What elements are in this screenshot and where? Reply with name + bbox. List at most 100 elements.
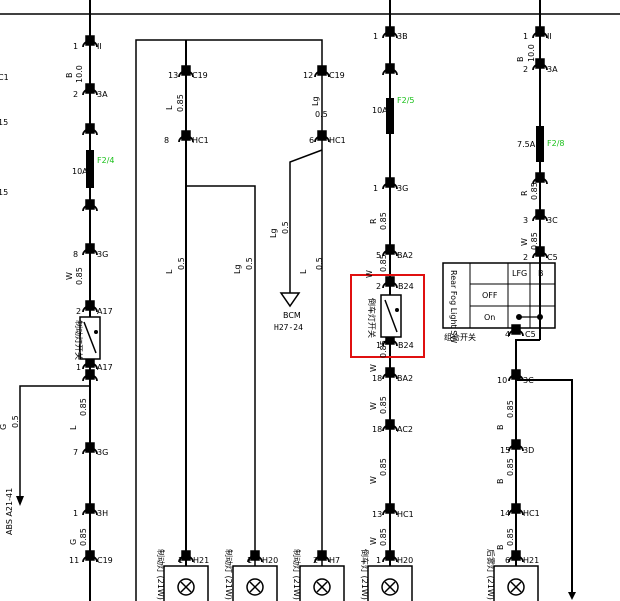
connector-body — [85, 83, 95, 94]
connector-label: A17 — [97, 307, 113, 316]
wire-label: W — [369, 476, 378, 484]
fog-switch-table — [442, 262, 556, 329]
connector-label: H21 — [523, 556, 539, 565]
pin-label: 1 — [373, 32, 378, 41]
wire-label: L — [69, 425, 78, 430]
connector-body — [181, 65, 191, 76]
down-arrow — [568, 592, 576, 600]
pin-label: 1 — [373, 184, 378, 193]
fog-table-title: Rear Fog Light SW — [449, 270, 458, 343]
lamps — [163, 565, 539, 601]
connector-label: 3A — [547, 65, 558, 74]
connector-body — [181, 550, 191, 561]
wire-label: R — [369, 218, 378, 224]
connector-body — [511, 503, 521, 514]
wire-label: 0.5 — [281, 221, 290, 234]
connector-body — [385, 503, 395, 514]
connector-body — [511, 324, 521, 335]
connector-label: 3A — [97, 90, 108, 99]
wire-label: 0.85 — [530, 182, 539, 200]
connector-body — [535, 246, 545, 257]
fuse-pin-label: 7.5A — [517, 140, 536, 149]
connector-label: HC1 — [523, 509, 540, 518]
lamp-label: 制动灯 (21W) — [224, 549, 234, 600]
connector-body — [85, 300, 95, 311]
connector-label: II — [97, 42, 102, 51]
fuse-pin-label: 10A — [72, 167, 88, 176]
pin-label: 3 — [523, 216, 528, 225]
connector-body — [511, 550, 521, 561]
wire-label: G — [69, 539, 78, 545]
connector-label: 3G — [397, 184, 408, 193]
lamp-label: 倒车灯 (21W) — [360, 549, 370, 600]
connector-body — [535, 209, 545, 220]
fuse-label: F2/8 — [547, 139, 564, 148]
highlight-box — [350, 274, 425, 358]
wire-label: B — [496, 479, 505, 485]
pin-label: 11 — [69, 556, 79, 565]
wire-col4-down — [515, 339, 540, 601]
fuse-col1 — [86, 150, 94, 188]
connector-body — [385, 26, 395, 37]
wire-col2-bcm — [289, 149, 323, 293]
wire-col4-right — [516, 379, 573, 596]
wire-col2-frame — [135, 39, 323, 601]
pin-label: 1 — [73, 42, 78, 51]
fuse-col3 — [386, 98, 394, 134]
connector-body — [181, 130, 191, 141]
abs-arrow — [16, 496, 24, 506]
connector-label: II — [547, 32, 552, 41]
wire-label: 10.0 — [527, 44, 536, 62]
connector-label: C5 — [525, 330, 536, 339]
pin-label: 2 — [313, 556, 318, 565]
connector-label: C19 — [97, 556, 113, 565]
lamp-label: 制动灯 (21W) — [156, 549, 166, 600]
connector-body — [85, 243, 95, 254]
pin-label: 2 — [523, 65, 528, 74]
bcm-conn-label: H27-24 — [274, 323, 303, 332]
wire-label: W — [369, 402, 378, 410]
wire-label: G — [0, 424, 8, 430]
lamp-label: 制动灯 (21W) — [292, 549, 302, 600]
wire-label: 0.85 — [379, 396, 388, 414]
connector-body — [385, 367, 395, 378]
pin-label: 18 — [372, 425, 382, 434]
pin-label: 6 — [309, 136, 314, 145]
connector-body — [535, 26, 545, 37]
wire-label: R — [520, 190, 529, 196]
pin-label: 1 — [523, 32, 528, 41]
connector-label: BA2 — [397, 374, 413, 383]
connector-label: A17 — [97, 363, 113, 372]
connector-body — [511, 369, 521, 380]
wire-label: W — [65, 272, 74, 280]
wire-label: B — [65, 73, 74, 79]
fog-table-header: B — [538, 269, 544, 278]
connector-body — [85, 442, 95, 453]
pin-label: 2 — [376, 282, 381, 291]
connector-body — [317, 65, 327, 76]
pin-label: 12 — [303, 71, 313, 80]
wire-label: W — [369, 364, 378, 372]
pin-label: 1 — [73, 509, 78, 518]
connector-label: H21 — [193, 556, 209, 565]
pin-label: 8 — [164, 136, 169, 145]
connector-body — [317, 130, 327, 141]
left-edge-label: C1 — [0, 73, 9, 82]
wire-label: 0.85 — [379, 340, 388, 358]
wire-label: Lg — [311, 96, 320, 106]
pin-label: 18 — [372, 374, 382, 383]
wire-col2-branch — [186, 185, 256, 601]
connector-label: 3H — [97, 509, 108, 518]
pin-label: 13 — [168, 71, 178, 80]
connectors — [82, 26, 548, 563]
connector-label: 3C — [523, 376, 534, 385]
connector-body — [85, 550, 95, 561]
lamp-label: 后雾灯 (21W) — [486, 549, 496, 600]
wire-label: 0.5 — [11, 415, 20, 428]
connector-body — [250, 550, 260, 561]
connector-body — [85, 123, 95, 134]
connector-body — [317, 550, 327, 561]
pin-label: 14 — [500, 509, 510, 518]
